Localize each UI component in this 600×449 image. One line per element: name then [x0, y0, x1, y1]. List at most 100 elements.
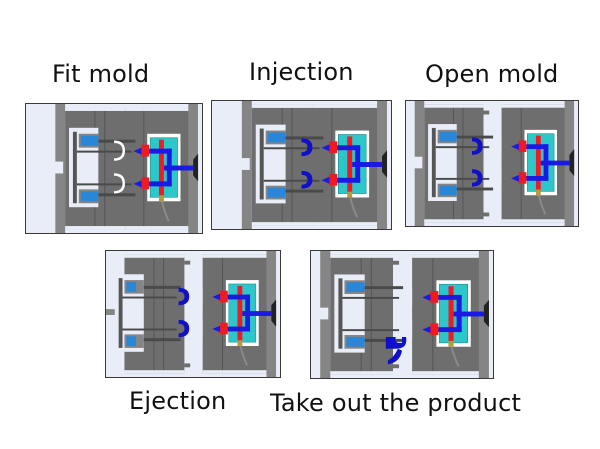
thermocouple-icon: [237, 340, 243, 346]
label-open-mold: Open mold: [425, 60, 559, 88]
label-ejection: Ejection: [129, 387, 227, 415]
gate-arrow-top: [422, 293, 431, 301]
platen-gap: [387, 101, 391, 229]
bottom-clearance: [202, 370, 269, 374]
heater-rod-icon: [535, 135, 541, 192]
hot-nozzle-tip-bottom: [518, 172, 527, 184]
ejector-rod-hole: [318, 307, 329, 320]
spring-icon-top: [346, 282, 365, 293]
sprue-channel: [352, 162, 383, 167]
nozzle-icon: [193, 153, 199, 182]
top-clearance: [202, 254, 269, 258]
ejector-rod-hole: [53, 161, 64, 174]
guide-pin-bottom: [456, 187, 494, 191]
cavity-recess-bottom: [497, 169, 502, 187]
bottom-clearance: [65, 226, 126, 230]
core-lug-bottom: [483, 212, 490, 217]
label-take-out: Take out the product: [270, 389, 522, 417]
guide-pin-top: [456, 135, 494, 139]
ejector-plate: [72, 131, 77, 204]
plate-seam: [370, 254, 372, 375]
heater-rod-icon: [448, 286, 454, 343]
bottom-clearance: [123, 226, 191, 230]
empty-cavity-top: [113, 140, 126, 161]
ejector-plate: [259, 128, 264, 200]
platen-gap: [198, 104, 202, 233]
hot-nozzle-tip-top: [518, 140, 527, 152]
thermocouple-icon: [535, 189, 541, 196]
hot-nozzle-tip-top: [430, 291, 439, 303]
released-product-bottom: [387, 348, 402, 365]
ejector-pin-bottom: [342, 329, 400, 332]
runner-branch-top: [428, 294, 462, 300]
product-icon-bottom: [178, 319, 190, 338]
moving-mold-half: [106, 254, 191, 374]
hot-nozzle-tip-top: [329, 141, 338, 154]
guide-pin-bottom: [285, 189, 324, 193]
bottom-clearance: [412, 371, 481, 375]
runner-branch-top: [516, 144, 549, 150]
hot-nozzle-tip-top: [141, 144, 150, 157]
ejector-pin-bottom: [435, 177, 490, 180]
mold-diagram-injection: [212, 101, 391, 229]
plate-seam: [462, 104, 464, 223]
top-clearance: [311, 104, 380, 108]
plate-seam: [143, 107, 145, 230]
guide-pin-top: [143, 285, 181, 289]
guide-pin-bottom: [364, 338, 404, 342]
moving-platen-space: [406, 101, 415, 226]
ejector-pin-top: [76, 150, 132, 153]
ejector-pin-top: [122, 296, 177, 299]
top-clearance: [424, 104, 484, 108]
product-icon-top: [472, 137, 483, 155]
top-clearance: [65, 107, 126, 111]
panel-ejection: [105, 250, 281, 378]
mold-diagram-take-out: [311, 251, 493, 378]
moving-mold-half: [26, 104, 136, 233]
cavity-recess-top: [497, 137, 502, 155]
cavity-recess-top: [198, 287, 203, 306]
spring-icon-top: [80, 135, 99, 146]
gate-arrow-top: [133, 147, 142, 155]
spring-icon-bottom: [267, 187, 286, 198]
plate-seam: [222, 254, 223, 374]
ejector-pin-top: [342, 296, 400, 299]
spring-icon-top: [439, 131, 457, 142]
sprue-channel: [453, 311, 484, 317]
runner-branch-top: [139, 148, 172, 154]
mold-diagram-ejection: [106, 251, 280, 377]
gate-arrow-bottom: [133, 180, 142, 188]
bottom-clearance: [424, 219, 484, 223]
gate-arrow-bottom: [422, 326, 431, 334]
runner-branch-bottom: [428, 327, 462, 333]
hot-nozzle-tip-bottom: [141, 177, 150, 190]
empty-cavity-bottom: [113, 173, 126, 194]
thermocouple-icon: [158, 195, 164, 202]
top-clearance: [124, 254, 185, 258]
platen-gap: [574, 101, 578, 226]
spring-icon-bottom: [346, 336, 365, 347]
thermocouple-icon: [347, 191, 353, 198]
gate-arrow-top: [321, 144, 330, 152]
hot-nozzle-tip-top: [220, 290, 228, 303]
product-icon-bottom: [301, 170, 313, 189]
panel-fit-mold: [25, 103, 203, 234]
core-lug-bottom: [393, 364, 400, 369]
mold-diagram-fit-mold: [26, 104, 202, 233]
sprue-channel: [540, 160, 570, 166]
cable: [160, 201, 170, 222]
plate-seam: [432, 254, 434, 375]
bottom-clearance: [251, 222, 314, 226]
ejector-pin-top: [263, 147, 320, 150]
bottom-clearance: [124, 370, 185, 374]
product-icon-top: [301, 138, 313, 157]
hot-nozzle-tip-bottom: [220, 322, 228, 335]
cable: [537, 194, 547, 215]
runner-channel: [355, 145, 361, 183]
guide-pin-top: [364, 286, 404, 290]
mold-diagram-open-mold: [406, 101, 578, 226]
moving-mold-half: [406, 101, 494, 226]
top-clearance: [123, 107, 191, 111]
plate-seam: [331, 104, 333, 226]
runner-channel: [456, 294, 462, 333]
